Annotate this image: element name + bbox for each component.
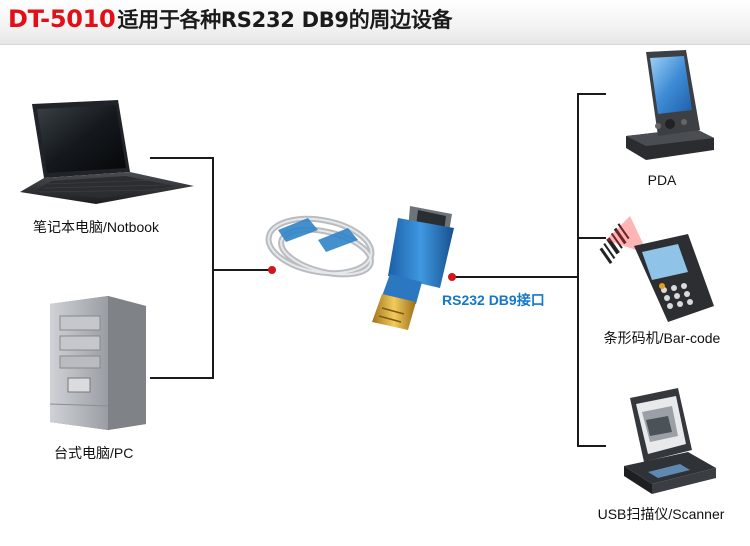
laptop-icon xyxy=(20,100,194,204)
scanner-label: USB扫描仪/Scanner xyxy=(597,506,725,522)
pda-label: PDA xyxy=(647,172,677,188)
page-title: DT-5010适用于各种RS232 DB9的周边设备 xyxy=(8,4,453,34)
usb-cable-icon xyxy=(265,215,375,278)
left-bracket-line xyxy=(150,157,214,379)
barcode-label: 条形码机/Bar-code xyxy=(603,330,721,346)
left-node-dot xyxy=(268,266,276,274)
right-bracket-line xyxy=(577,93,606,447)
port-label: RS232 DB9接口 xyxy=(442,292,545,308)
notebook-label: 笔记本电脑/Notbook xyxy=(33,219,160,235)
right-node-dot xyxy=(448,273,456,281)
flatbed-scanner-icon xyxy=(624,388,716,494)
model-name: DT-5010 xyxy=(8,5,116,33)
pda-icon xyxy=(626,50,714,160)
db9-adapter-icon xyxy=(372,206,454,330)
barcode-scanner-icon xyxy=(599,216,714,322)
title-text: 适用于各种RS232 DB9的周边设备 xyxy=(117,8,453,32)
desktop-pc-icon xyxy=(49,296,146,430)
pc-label: 台式电脑/PC xyxy=(54,445,134,461)
header-bar: DT-5010适用于各种RS232 DB9的周边设备 xyxy=(0,0,750,45)
